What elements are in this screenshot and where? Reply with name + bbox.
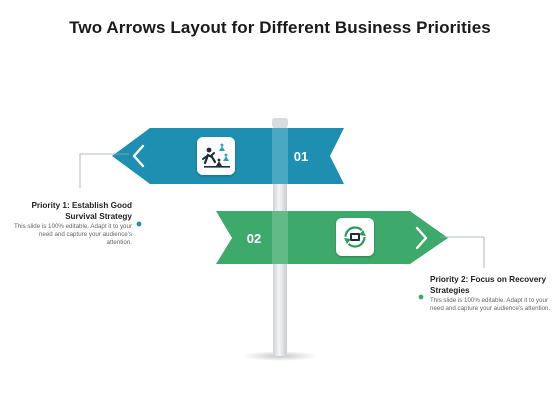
priority-1-description: This slide is 100% editable. Adapt it to… (14, 223, 132, 246)
arrow-02-number: 02 (247, 231, 261, 246)
arrow-01-pole-band (272, 128, 288, 184)
team-strategy-icon (197, 137, 235, 175)
connector-line-02 (440, 236, 485, 268)
arrow-01-number: 01 (294, 149, 308, 164)
priority-2-dot (418, 294, 424, 300)
arrow-02-body (216, 211, 448, 264)
arrow-01: 01 (112, 128, 344, 184)
connector-line-01 (79, 153, 129, 188)
chevron-right-icon (415, 226, 428, 250)
page-title: Two Arrows Layout for Different Business… (69, 18, 491, 37)
pole-cap (272, 118, 288, 128)
recovery-cycle-icon (336, 218, 374, 256)
priority-1-dot (136, 221, 142, 227)
arrow-02-pole-band (272, 211, 288, 264)
priority-2-title: Priority 2: Focus on Recovery Strategies (430, 275, 547, 295)
chevron-left-icon (132, 144, 145, 168)
priority-1-title: Priority 1: Establish Good Survival Stra… (31, 201, 132, 221)
arrow-02: 02 (216, 211, 448, 264)
priority-2-description: This slide is 100% editable. Adapt it to… (430, 297, 551, 312)
